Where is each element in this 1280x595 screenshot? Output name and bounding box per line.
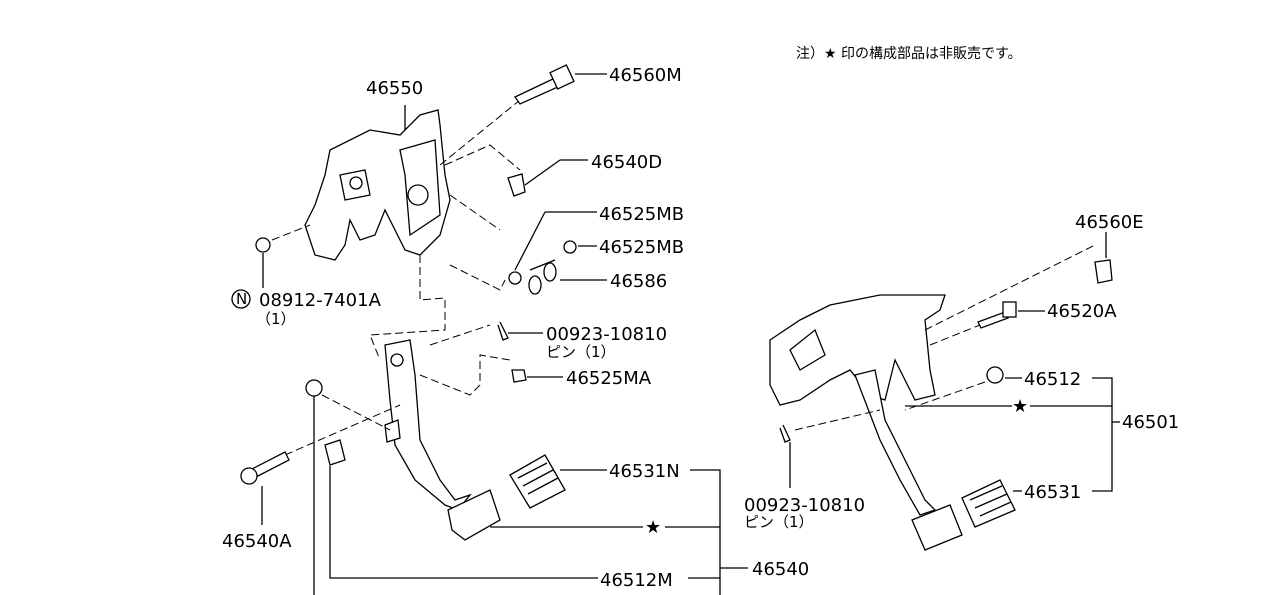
label-46540: 46540: [752, 559, 809, 580]
pedal-bracket-drawing: [304, 109, 451, 261]
label-46525MA: 46525MA: [566, 368, 652, 389]
bolt-46560E-drawing: [1094, 259, 1113, 284]
pin-drawing: [497, 321, 509, 341]
label-nut-qty: （1）: [256, 310, 296, 328]
bushing-drawing: [563, 240, 577, 254]
pin-drawing: [779, 424, 791, 443]
bolt-46540D-drawing: [507, 173, 526, 197]
stopper-drawing: [305, 379, 323, 397]
spring-46586-drawing: [528, 259, 557, 295]
label-00923-10810: 00923-10810: [744, 495, 865, 516]
label-46540A: 46540A: [222, 531, 292, 552]
star-mark: ★: [1012, 396, 1028, 417]
brake-pedal-drawing: [384, 339, 501, 541]
label-46525MB-1: 46525MB: [599, 204, 684, 225]
star-mark: ★: [645, 517, 661, 538]
label-46525MB-2: 46525MB: [599, 237, 684, 258]
label-pin: ピン（1）: [546, 343, 616, 361]
n-symbol-icon: [231, 289, 251, 309]
label-46550: 46550: [366, 78, 423, 99]
bolt-46540A-drawing: [240, 451, 290, 485]
label-46501: 46501: [1122, 412, 1179, 433]
pad-46531N-drawing: [509, 454, 566, 509]
label-46512M: 46512M: [600, 570, 673, 591]
label-08912-7401A: 08912-7401A: [259, 290, 382, 311]
n-symbol-letter: N: [236, 290, 247, 308]
pedal-assembly-46501-drawing: [769, 294, 963, 551]
label-46560E: 46560E: [1075, 212, 1144, 233]
pad-46531-drawing: [961, 479, 1016, 528]
bolt-46560M-drawing: [514, 64, 575, 105]
label-46520A: 46520A: [1047, 301, 1117, 322]
label-46531: 46531: [1024, 482, 1081, 503]
label-pin: ピン（1）: [744, 513, 814, 531]
label-00923-10810: 00923-10810: [546, 324, 667, 345]
label-46560M: 46560M: [609, 65, 682, 86]
bolt-46520A-drawing: [977, 301, 1017, 329]
stopper-46512-drawing: [986, 366, 1004, 384]
label-46540D: 46540D: [591, 152, 662, 173]
label-46586: 46586: [610, 271, 667, 292]
clip-drawing: [511, 369, 527, 383]
label-46512: 46512: [1024, 369, 1081, 390]
nut-drawing: [255, 237, 271, 253]
bushing-drawing: [508, 271, 522, 285]
stopper-pad-drawing: [324, 439, 346, 466]
label-46531N: 46531N: [609, 461, 680, 482]
note-text: 注）★ 印の構成部品は非販売です。: [796, 46, 1022, 62]
